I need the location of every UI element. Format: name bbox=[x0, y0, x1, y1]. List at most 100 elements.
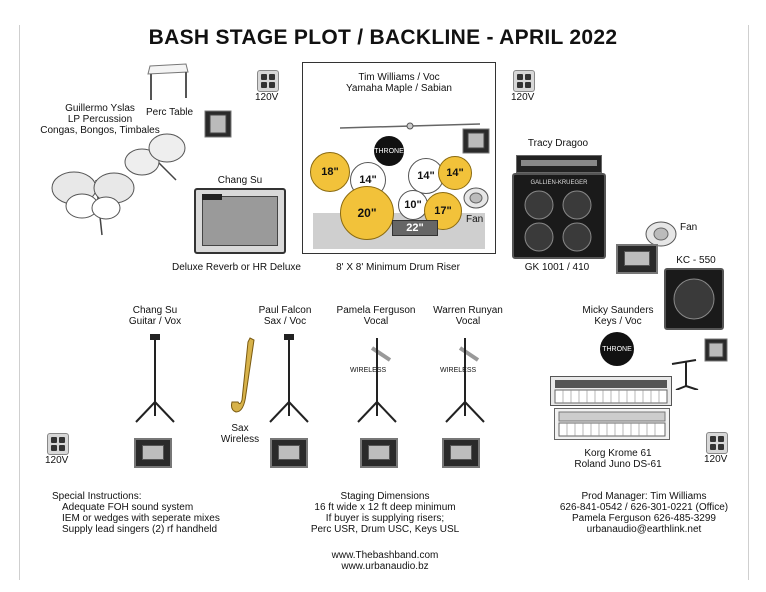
piece-label: 20" bbox=[357, 205, 377, 220]
contact-email[interactable]: urbanaudio@earthlink.net bbox=[586, 524, 702, 535]
vocal-wedge bbox=[270, 438, 308, 468]
saxophone-icon bbox=[231, 337, 255, 413]
bass-head bbox=[516, 155, 602, 173]
piece-label: 18" bbox=[321, 165, 339, 178]
vocal-wedge bbox=[134, 438, 172, 468]
perc-table bbox=[146, 62, 190, 102]
perc-monitor bbox=[204, 110, 232, 138]
wireless-note: WIRELESS bbox=[350, 367, 387, 374]
vocalist-name: Paul Falcon bbox=[258, 305, 312, 316]
drum-throne: THRONE bbox=[374, 136, 404, 166]
piece-label: 14" bbox=[417, 169, 435, 182]
wedge-grille bbox=[368, 445, 390, 460]
wireless-note: WIRELESS bbox=[440, 367, 477, 374]
mic-stand bbox=[264, 332, 314, 424]
perc-role: LP Percussion bbox=[67, 114, 133, 125]
mic-stand-icon bbox=[445, 338, 485, 423]
keys-throne: THRONE bbox=[600, 332, 634, 366]
bass-player-name: Tracy Dragoo bbox=[527, 138, 589, 149]
fan-icon bbox=[463, 187, 489, 209]
amp-grille bbox=[202, 196, 278, 246]
speaker-icon bbox=[704, 338, 728, 362]
vocal-wedge bbox=[442, 438, 480, 468]
throne-label: THRONE bbox=[602, 345, 632, 353]
vocalist-name: Warren Runyan bbox=[433, 305, 503, 316]
congas-bongos-timbales-icon bbox=[51, 133, 186, 236]
special-instruction-line: Adequate FOH sound system bbox=[62, 502, 194, 513]
piece-label: 10" bbox=[404, 198, 422, 211]
vocalist-role: Vocal bbox=[455, 316, 481, 327]
website-link[interactable]: www.Thebashband.com bbox=[331, 550, 439, 561]
speaker-icon bbox=[462, 128, 490, 154]
vocalist-role: Vocal bbox=[363, 316, 389, 327]
power-outlet-bottom-right: 120V bbox=[704, 432, 728, 465]
drummer-name: Tim Williams / Voc bbox=[358, 72, 440, 83]
bass-fan bbox=[644, 220, 678, 248]
special-instruction-line: IEM or wedges with seperate mixes bbox=[62, 513, 220, 524]
outlet-label: 120V bbox=[45, 455, 69, 466]
guitar-amp-model: Deluxe Reverb or HR Deluxe bbox=[172, 262, 301, 273]
mic-stand-icon bbox=[357, 338, 397, 423]
piece-label: 17" bbox=[434, 204, 452, 217]
power-outlet-bottom-left: 120V bbox=[45, 433, 69, 466]
contact-line: 626-841-0542 / 626-301-0221 (Office) bbox=[559, 502, 729, 513]
special-instructions-heading: Special Instructions: bbox=[52, 491, 142, 502]
drum-hardware bbox=[339, 118, 481, 142]
cymbal-stands-icon bbox=[339, 122, 481, 130]
piece-label: 14" bbox=[359, 173, 377, 186]
staging-line: 16 ft wide x 12 ft deep minimum bbox=[314, 502, 456, 513]
keys-monitor bbox=[704, 338, 728, 362]
vocalist-name: Chang Su bbox=[132, 305, 178, 316]
drum-fan-label: Fan bbox=[466, 214, 484, 225]
guitar-amp bbox=[194, 188, 286, 254]
keyboard-korg bbox=[550, 376, 672, 406]
perc-instruments-group bbox=[46, 120, 196, 240]
bass-wedge bbox=[616, 244, 658, 274]
speaker-icon bbox=[204, 110, 232, 138]
tom-10: 10" bbox=[398, 190, 428, 220]
special-instruction-line: Supply lead singers (2) rf handheld bbox=[62, 524, 218, 535]
outlet-icon bbox=[47, 433, 69, 455]
cab-speakers-icon bbox=[524, 190, 592, 252]
contact-line: Prod Manager: Tim Williams bbox=[581, 491, 707, 502]
kick-drum-22: 22" bbox=[392, 220, 438, 236]
keyboard-roland bbox=[554, 408, 670, 440]
perc-player-name: Guillermo Yslas bbox=[65, 103, 135, 114]
perc-table-label: Perc Table bbox=[146, 107, 194, 118]
website-link[interactable]: www.urbanaudio.bz bbox=[341, 561, 429, 572]
piece-label: 14" bbox=[446, 166, 464, 179]
perc-table-icon bbox=[147, 63, 189, 100]
drum-monitor bbox=[462, 128, 490, 154]
drum-riser-label: 8' X 8' Minimum Drum Riser bbox=[336, 262, 460, 273]
outlet-icon bbox=[257, 70, 279, 92]
throne-label: THRONE bbox=[374, 147, 404, 155]
keyboard-icon bbox=[558, 411, 666, 437]
mic-stand bbox=[440, 332, 490, 424]
keyboard-icon bbox=[554, 380, 668, 404]
fan-icon bbox=[645, 221, 677, 247]
keys-amp bbox=[664, 268, 724, 330]
cymbal-18: 18" bbox=[310, 152, 350, 192]
keys-mic-stand bbox=[668, 356, 708, 391]
perc-instruments: Congas, Bongos, Timbales bbox=[40, 125, 160, 136]
outlet-label: 120V bbox=[255, 92, 279, 103]
wedge-grille bbox=[450, 445, 472, 460]
sax-wireless-note: Sax Wireless bbox=[220, 423, 260, 445]
bass-fan-label: Fan bbox=[680, 222, 698, 233]
vocalist-role: Guitar / Vox bbox=[128, 316, 182, 327]
mic-stand bbox=[352, 332, 402, 424]
guitar-amp-player: Chang Su bbox=[217, 175, 263, 186]
wedge-grille bbox=[278, 445, 300, 460]
staging-line: Perc USR, Drum USC, Keys USL bbox=[310, 524, 460, 535]
outlet-icon bbox=[513, 70, 535, 92]
keys-player-name: Micky Saunders bbox=[582, 305, 654, 316]
cymbal-14-right: 14" bbox=[438, 156, 472, 190]
contact-line: Pamela Ferguson 626-485-3299 bbox=[572, 513, 716, 524]
wedge-grille bbox=[142, 445, 164, 460]
vocalist-role: Sax / Voc bbox=[263, 316, 307, 327]
cymbal-20: 20" bbox=[340, 186, 394, 240]
outlet-label: 120V bbox=[704, 454, 728, 465]
left-border-line bbox=[19, 25, 20, 580]
mic-stand-icon bbox=[135, 334, 175, 423]
drum-kit-model: Yamaha Maple / Sabian bbox=[346, 83, 452, 94]
